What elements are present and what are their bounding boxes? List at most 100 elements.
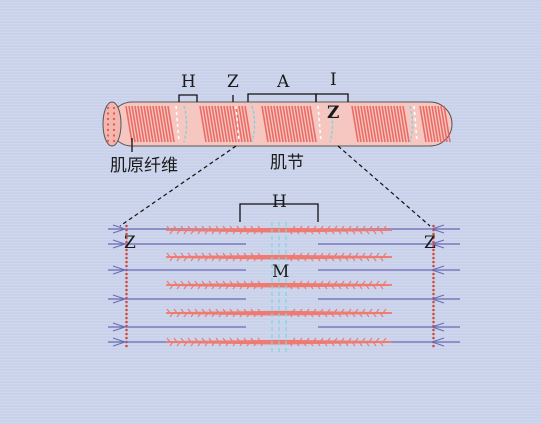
myosin-head <box>253 312 258 318</box>
z-line-dot <box>125 272 128 276</box>
a-band-stripe <box>149 105 157 143</box>
myosin-head <box>176 312 181 318</box>
myosin-head <box>361 252 366 258</box>
myosin-head <box>379 312 384 318</box>
myosin-head <box>333 252 338 258</box>
myosin-head <box>323 229 328 235</box>
right-z-label: Z <box>424 233 436 253</box>
fibril-end-dot <box>112 128 116 132</box>
myosin-head <box>246 256 251 262</box>
myosin-head <box>229 252 234 258</box>
myosin-head <box>302 284 307 290</box>
myosin-head <box>239 341 244 347</box>
a-band-stripe <box>419 105 427 143</box>
myosin-head <box>197 284 202 290</box>
z-line-dot <box>432 320 435 324</box>
myosin-head <box>204 312 209 318</box>
a-band-stripe <box>134 105 142 143</box>
myosin-head <box>312 252 317 258</box>
myosin-head <box>309 256 314 262</box>
myosin-head <box>166 225 171 231</box>
fibril-end-dot <box>106 106 110 110</box>
myosin-head <box>330 284 335 290</box>
z-line-dot <box>432 304 435 308</box>
z-line-dot <box>125 224 128 228</box>
myosin-head <box>312 280 317 286</box>
a-band-stripe <box>300 105 308 143</box>
myosin-head <box>169 341 174 347</box>
myosin-head <box>197 229 202 235</box>
myosin-head <box>190 229 195 235</box>
myosin-head <box>288 284 293 290</box>
myosin-head <box>365 312 370 318</box>
myosin-head <box>295 284 300 290</box>
z-line-dot <box>432 256 435 260</box>
z-line-dot <box>432 248 435 252</box>
z-anchor <box>430 265 445 275</box>
myosin-head <box>243 280 248 286</box>
z-line-dot <box>125 316 128 320</box>
myosin-head <box>316 312 321 318</box>
myosin-head <box>218 256 223 262</box>
myosin-head <box>190 284 195 290</box>
myosin-head <box>229 280 234 286</box>
myosin-head <box>211 341 216 347</box>
z-anchor <box>430 322 445 332</box>
myosin-head <box>351 229 356 235</box>
myosin-head <box>187 337 192 343</box>
myosin-head <box>187 252 192 258</box>
myosin-head <box>232 284 237 290</box>
myosin-head <box>375 252 380 258</box>
a-band-stripe <box>309 105 317 143</box>
z-line-dot <box>125 312 128 316</box>
fibril-end-dot <box>112 139 116 143</box>
myosin-head <box>298 280 303 286</box>
myosin-head <box>229 337 234 343</box>
myosin-head <box>232 312 237 318</box>
a-band-stripe <box>434 105 442 143</box>
myosin-head <box>225 312 230 318</box>
z-line-dot <box>125 292 128 296</box>
myosin-head <box>211 229 216 235</box>
a-band-stripe <box>279 105 287 143</box>
a-band-stripe <box>437 105 445 143</box>
myosin-head <box>330 312 335 318</box>
z-line-dot <box>125 308 128 312</box>
a-band-stripe <box>238 105 246 143</box>
a-band-stripe <box>366 105 374 143</box>
myosin-head <box>344 229 349 235</box>
myosin-head <box>365 229 370 235</box>
z-line-dot <box>125 336 128 340</box>
myosin-head <box>375 280 380 286</box>
myosin-head <box>382 280 387 286</box>
myosin-head <box>232 256 237 262</box>
myosin-head <box>358 312 363 318</box>
myosin-head <box>208 280 213 286</box>
myofibril-label: 肌原纤维 <box>110 156 178 176</box>
a-band-stripe <box>161 105 169 143</box>
myosin-head <box>319 308 324 314</box>
myosin-head <box>330 229 335 235</box>
myosin-head <box>236 308 241 314</box>
myosin-head <box>176 256 181 262</box>
myosin-head <box>187 308 192 314</box>
myosin-head <box>222 337 227 343</box>
myosin-head <box>368 280 373 286</box>
myosin-head <box>194 308 199 314</box>
fibril-end-dot <box>112 117 116 121</box>
myosin-head <box>365 341 370 347</box>
z-line-dot <box>432 308 435 312</box>
myosin-head <box>316 256 321 262</box>
z-anchor <box>430 239 445 249</box>
a-band-stripe <box>431 105 439 143</box>
left-z-label: Z <box>124 233 136 253</box>
myosin-head <box>361 225 366 231</box>
a-band-stripe <box>211 105 219 143</box>
myosin-head <box>309 341 314 347</box>
a-band-stripe <box>378 105 386 143</box>
myosin-head <box>354 308 359 314</box>
myosin-head <box>379 284 384 290</box>
myosin-head <box>309 312 314 318</box>
myosin-head <box>288 341 293 347</box>
myosin-head <box>243 337 248 343</box>
